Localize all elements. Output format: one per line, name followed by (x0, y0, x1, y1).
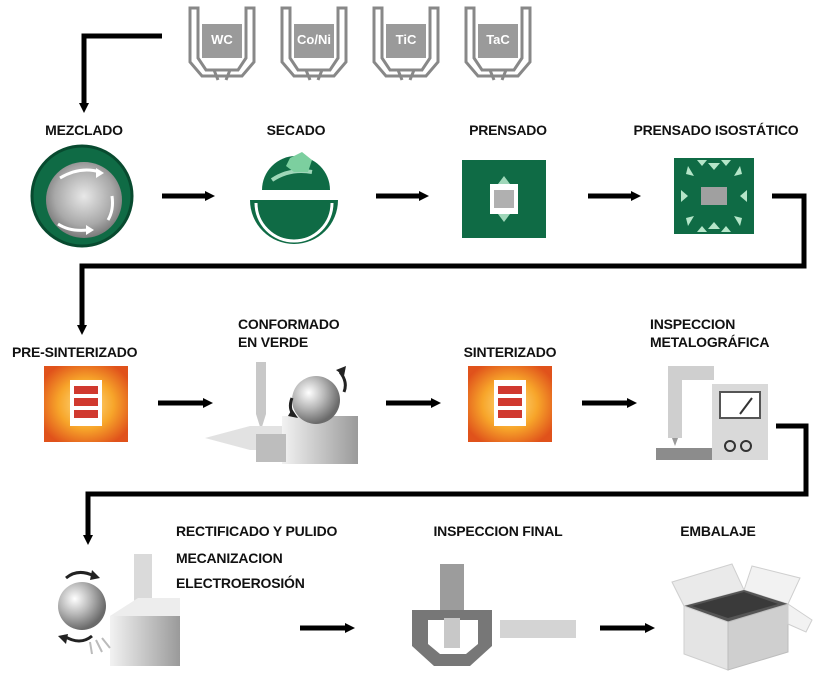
inspeccion-metalografica-icon (656, 366, 768, 460)
label-sinterizado: SINTERIZADO (463, 344, 557, 360)
arrow-hoppers-to-mezclado (79, 33, 162, 113)
isostatico-icon (674, 158, 754, 234)
arrow-inspeccion-rectificado (83, 423, 809, 545)
hopper-label-coni: Co/Ni (297, 32, 331, 47)
label-inspeccion-final: INSPECCION FINAL (433, 523, 563, 539)
hopper-label-tic: TiC (396, 32, 417, 47)
label-prensado: PRENSADO (469, 122, 547, 138)
hopper-coni (280, 6, 348, 81)
label-conformado-1: CONFORMADO (238, 316, 340, 332)
label-rectificado-2: MECANIZACION (176, 550, 283, 566)
inspeccion-final-icon (412, 564, 576, 666)
hopper-tac (464, 6, 532, 81)
hopper-tic (372, 6, 440, 81)
rectificado-icon (58, 554, 180, 666)
mezclado-icon (30, 144, 134, 248)
label-prensado-isostatico: PRENSADO ISOSTÁTICO (633, 122, 799, 138)
label-embalaje: EMBALAJE (680, 523, 756, 539)
secado-icon (250, 152, 338, 244)
label-inspeccion-met-1: INSPECCION (650, 316, 736, 332)
embalaje-icon (671, 563, 813, 671)
hopper-wc (188, 6, 256, 81)
arrow-isostatico-presinterizado (77, 193, 807, 335)
label-presinterizado: PRE-SINTERIZADO (12, 344, 138, 360)
presinterizado-icon (44, 366, 128, 442)
conformado-icon (205, 362, 358, 464)
sinterizado-icon (468, 366, 552, 442)
prensado-icon (462, 160, 546, 238)
label-rectificado-3: ELECTROEROSIÓN (176, 575, 305, 591)
hopper-label-tac: TaC (486, 32, 510, 47)
label-secado: SECADO (266, 122, 326, 138)
label-rectificado-1: RECTIFICADO Y PULIDO (176, 523, 338, 539)
label-conformado-2: EN VERDE (238, 334, 308, 350)
hopper-label-wc: WC (211, 32, 233, 47)
label-mezclado: MEZCLADO (45, 122, 123, 138)
label-inspeccion-met-2: METALOGRÁFICA (650, 334, 770, 350)
